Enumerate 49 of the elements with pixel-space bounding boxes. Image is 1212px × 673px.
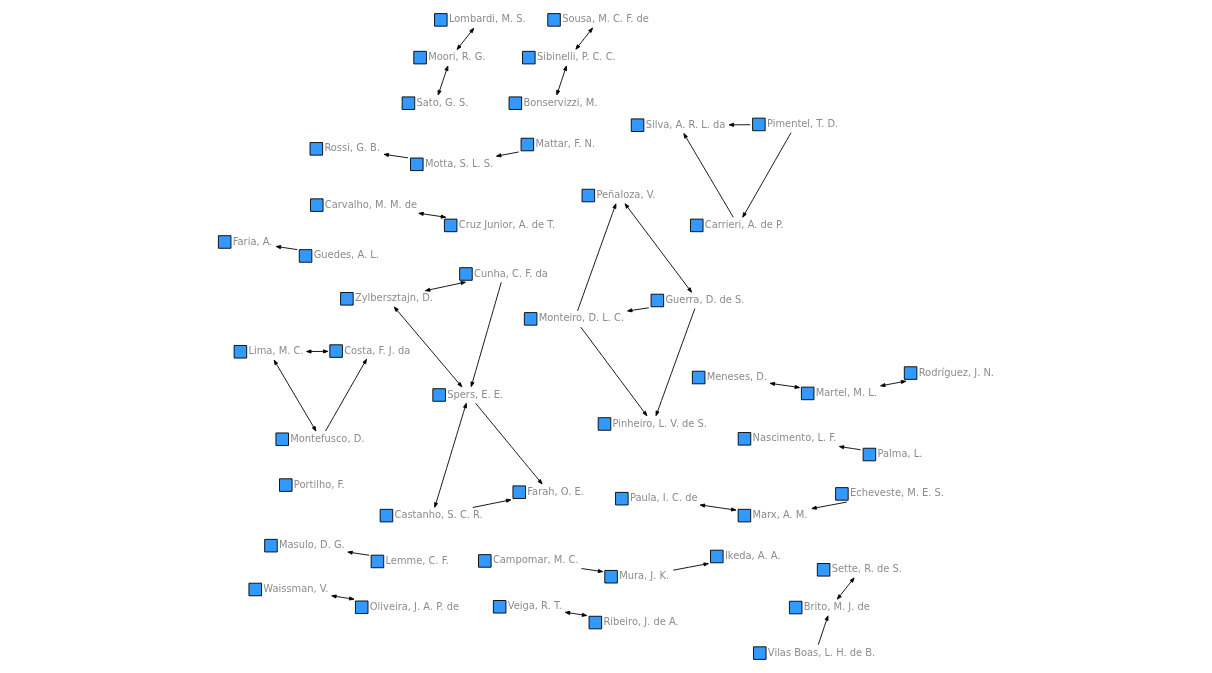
node-label: Ikeda, A. A. <box>724 550 780 562</box>
node-label: Sato, G. S. <box>416 96 468 108</box>
node-label: Lombardi, M. S. <box>448 13 526 25</box>
node-label: Carvalho, M. M. de <box>324 198 417 210</box>
node-label: Ribeiro, J. de A. <box>602 616 679 628</box>
node-label: Vilas Boas, L. H. de B. <box>767 646 875 658</box>
node-label: Pinheiro, L. V. de S. <box>612 417 707 429</box>
node-label: Oliveira, J. A. P. de <box>369 600 459 612</box>
node-label: Nascimento, L. F. <box>752 432 836 444</box>
node-label: Pimentel, T. D. <box>766 117 838 129</box>
node-label: Lemme, C. F. <box>385 554 449 566</box>
node-label: Montefusco, D. <box>289 432 364 444</box>
node-label: Meneses, D. <box>706 371 767 383</box>
node-label: Farah, O. E. <box>526 485 584 497</box>
node-label: Waissman, V. <box>262 583 328 595</box>
node-label: Cunha, C. F. da <box>473 267 548 279</box>
node-label: Sibinelli, P. C. C. <box>536 51 616 63</box>
node-label: Guedes, A. L. <box>313 249 379 261</box>
node-label: Moori, R. G. <box>427 51 485 63</box>
node-label: Portilho, F. <box>293 478 345 490</box>
node-label: Veiga, R. T. <box>507 600 562 612</box>
node-label: Campomar, M. C. <box>492 554 579 566</box>
node-label: Sette, R. de S. <box>831 563 902 575</box>
node-label: Zylbersztajn, D. <box>354 292 433 304</box>
node-label: Mura, J. K. <box>618 570 669 582</box>
node-label: Sousa, M. C. F. de <box>561 13 649 25</box>
node-label: Faria, A. <box>232 235 272 247</box>
node-label: Carrieri, A. de P. <box>704 218 784 230</box>
node-label: Motta, S. L. S. <box>424 157 493 169</box>
node-label: Mattar, F. N. <box>534 138 595 150</box>
node-label: Spers, E. E. <box>446 388 503 400</box>
node-label: Costa, F. J. da <box>343 344 410 356</box>
node-label: Lima, M. C. <box>247 345 304 357</box>
node-label: Silva, A. R. L. da <box>645 118 725 130</box>
node-label: Brito, M. J. de <box>803 601 870 613</box>
node-label: Martel, M. L. <box>815 386 877 398</box>
node-label: Monteiro, D. L. C. <box>538 312 624 324</box>
node-label: Rodríguez, J. N. <box>918 366 994 378</box>
node-label: Palma, L. <box>876 448 922 460</box>
node-label: Cruz Junior, A. de T. <box>458 218 555 230</box>
node-label: Guerra, D. de S. <box>664 294 744 306</box>
node-label: Peñaloza, V. <box>595 189 655 201</box>
node-label: Marx, A. M. <box>751 509 807 521</box>
node-label: Masulo, D. G. <box>278 539 345 551</box>
node-label: Rossi, G. B. <box>323 142 380 154</box>
node-label: Paula, I. C. de <box>629 492 698 504</box>
node-label: Echeveste, M. E. S. <box>849 487 944 499</box>
node-label: Castanho, S. C. R. <box>394 509 483 521</box>
node-label: Bonservizzi, M. <box>522 96 597 108</box>
